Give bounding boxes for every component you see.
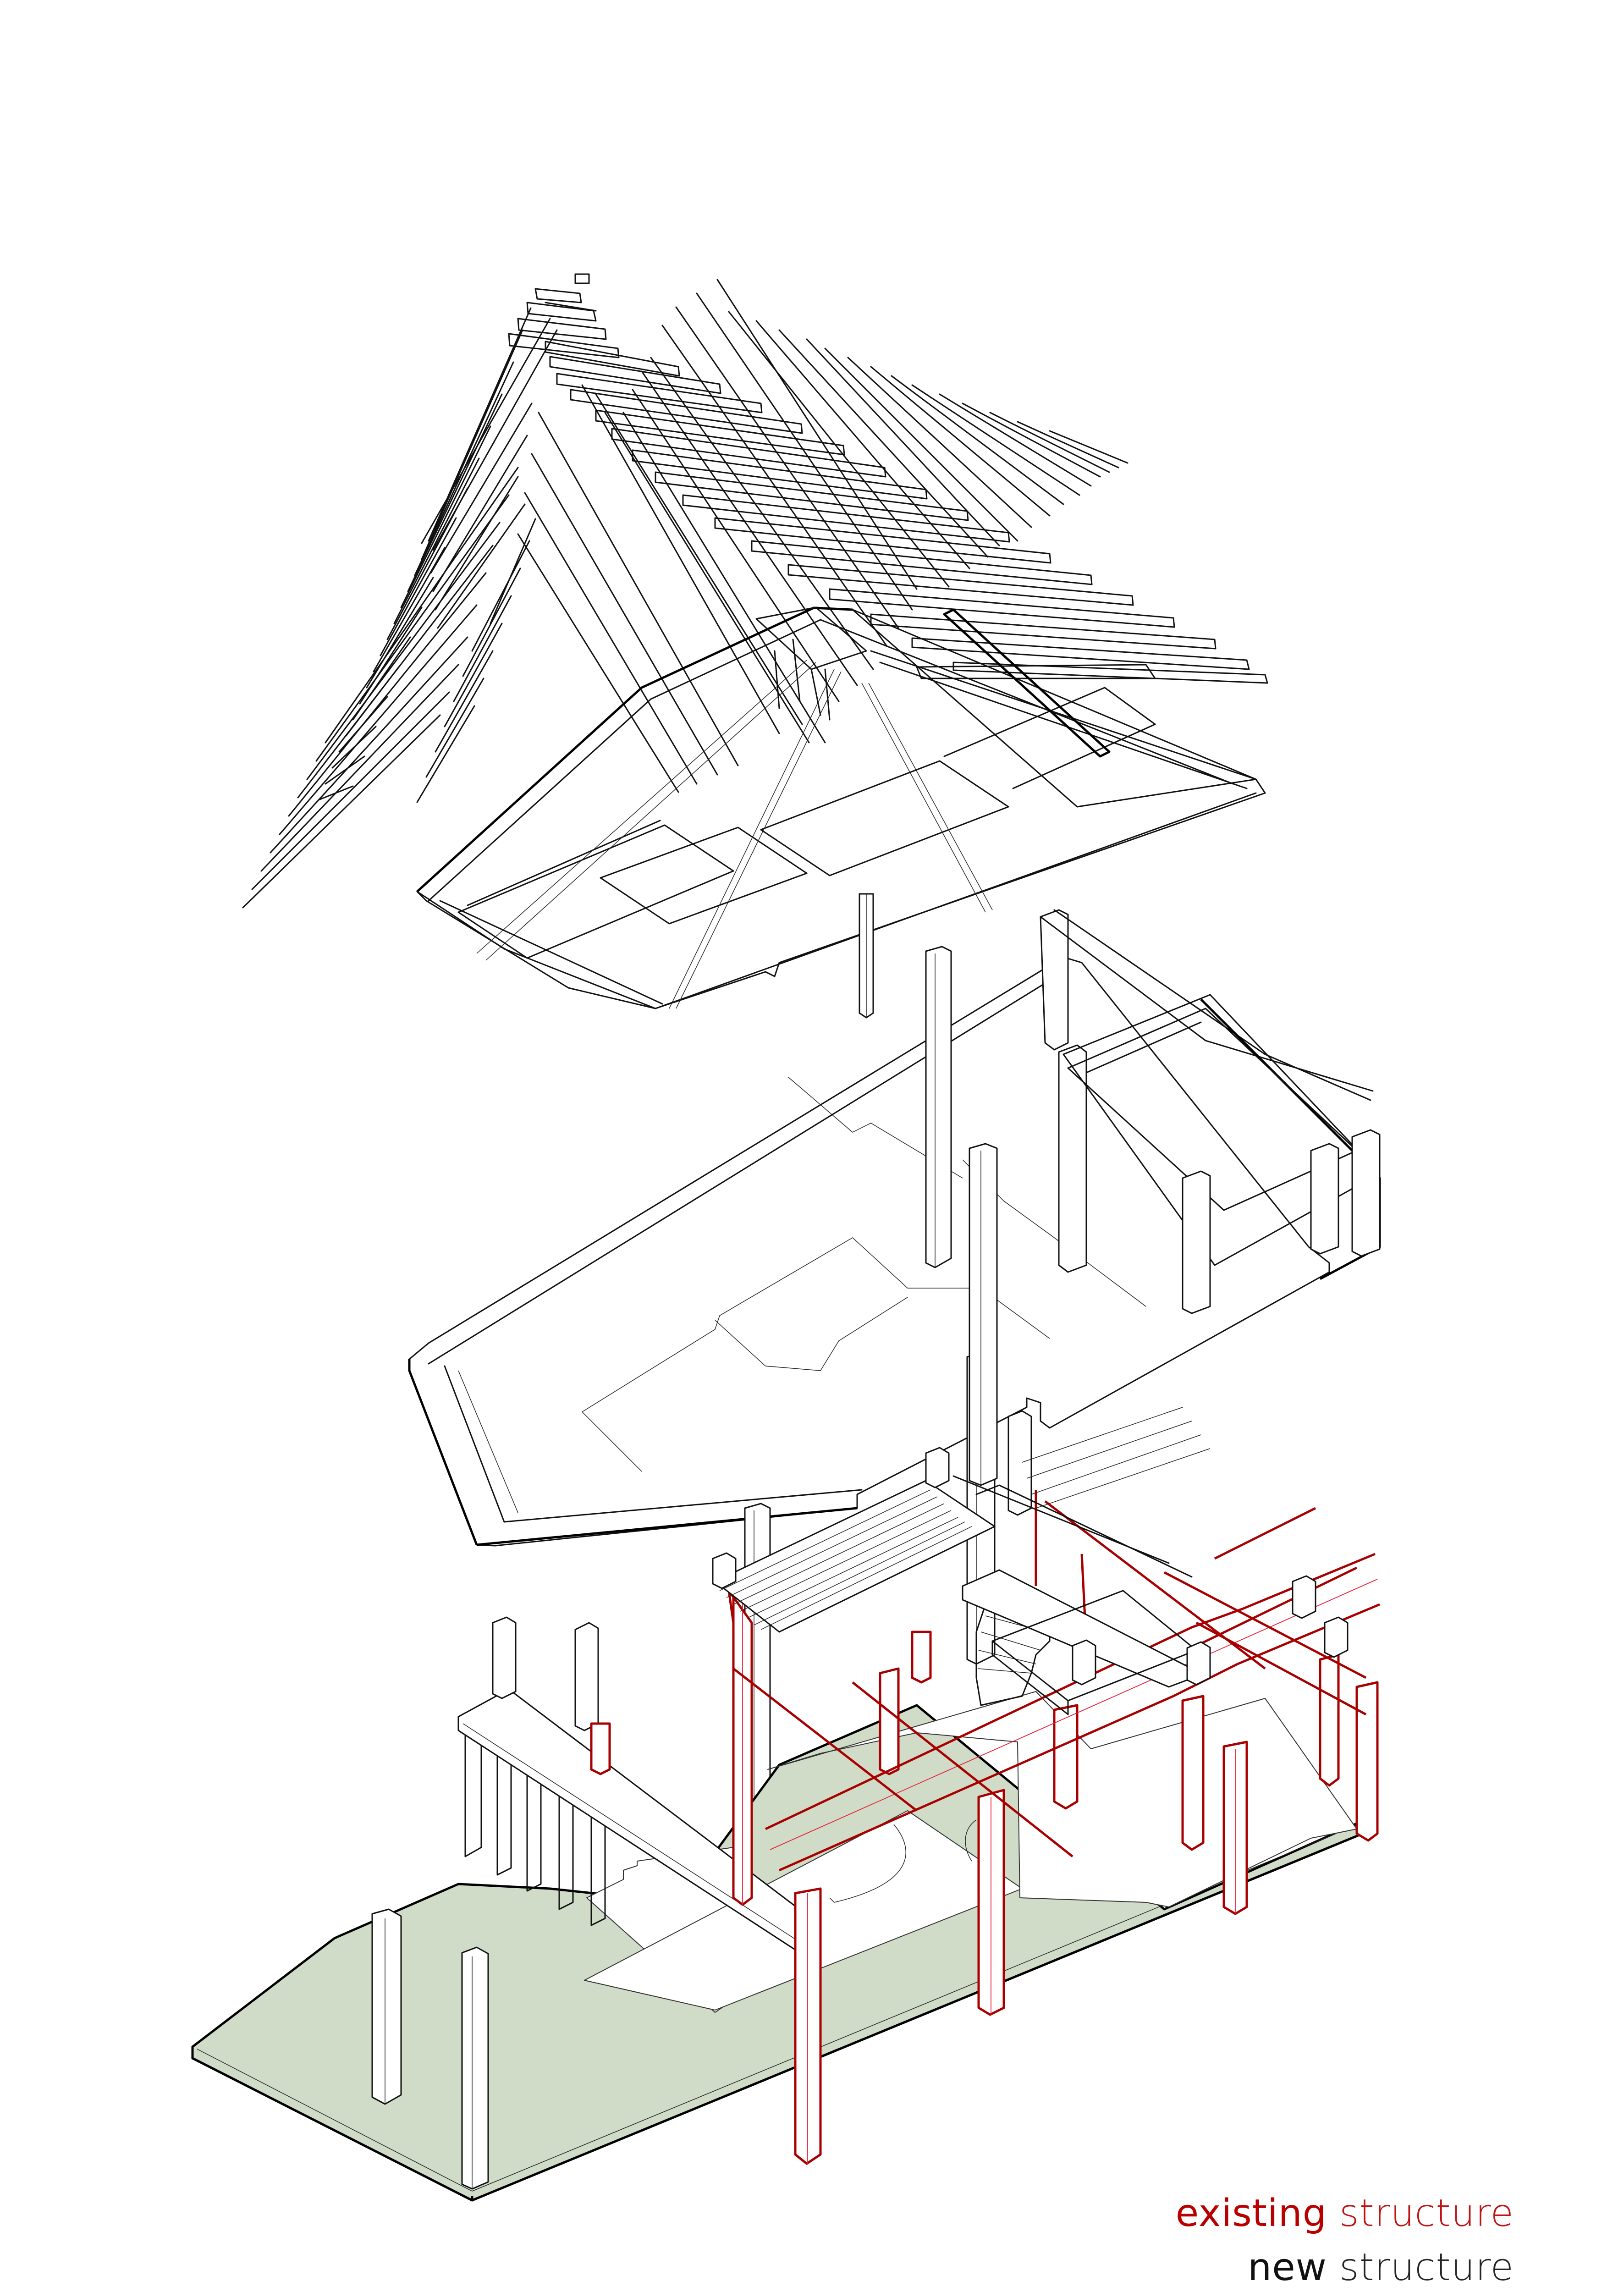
legend-item-existing-structure: existing structure	[1176, 2187, 1514, 2241]
legend-new-word: new	[1248, 2246, 1327, 2289]
ground-left-columns	[371, 1908, 489, 2190]
legend-existing-word: existing	[1175, 2192, 1327, 2235]
roof-frame-outer	[416, 606, 1266, 1009]
legend-new-structure-word: structure	[1339, 2246, 1514, 2289]
legend-existing-structure-word: structure	[1339, 2192, 1514, 2235]
roof-rafters-layer	[242, 273, 1268, 909]
legend: existing structure new structure greener…	[1176, 2187, 1514, 2292]
slatted-deck	[712, 1407, 1211, 1633]
roof-rafters-center	[242, 279, 1129, 909]
roof-frame-layer	[416, 606, 1266, 1019]
ground-floor-layer	[191, 1407, 1380, 2202]
ground-new-frame	[962, 1569, 1349, 1715]
roof-ridge	[508, 273, 620, 358]
legend-item-new-structure: new structure	[1176, 2241, 1514, 2292]
roof-purlins-right	[545, 302, 1268, 684]
roof-rafters-left	[318, 307, 532, 801]
ground-new-beam	[457, 1616, 821, 1954]
upper-floor-right-frame	[1040, 909, 1381, 1314]
existing-structure	[590, 1490, 1380, 2165]
